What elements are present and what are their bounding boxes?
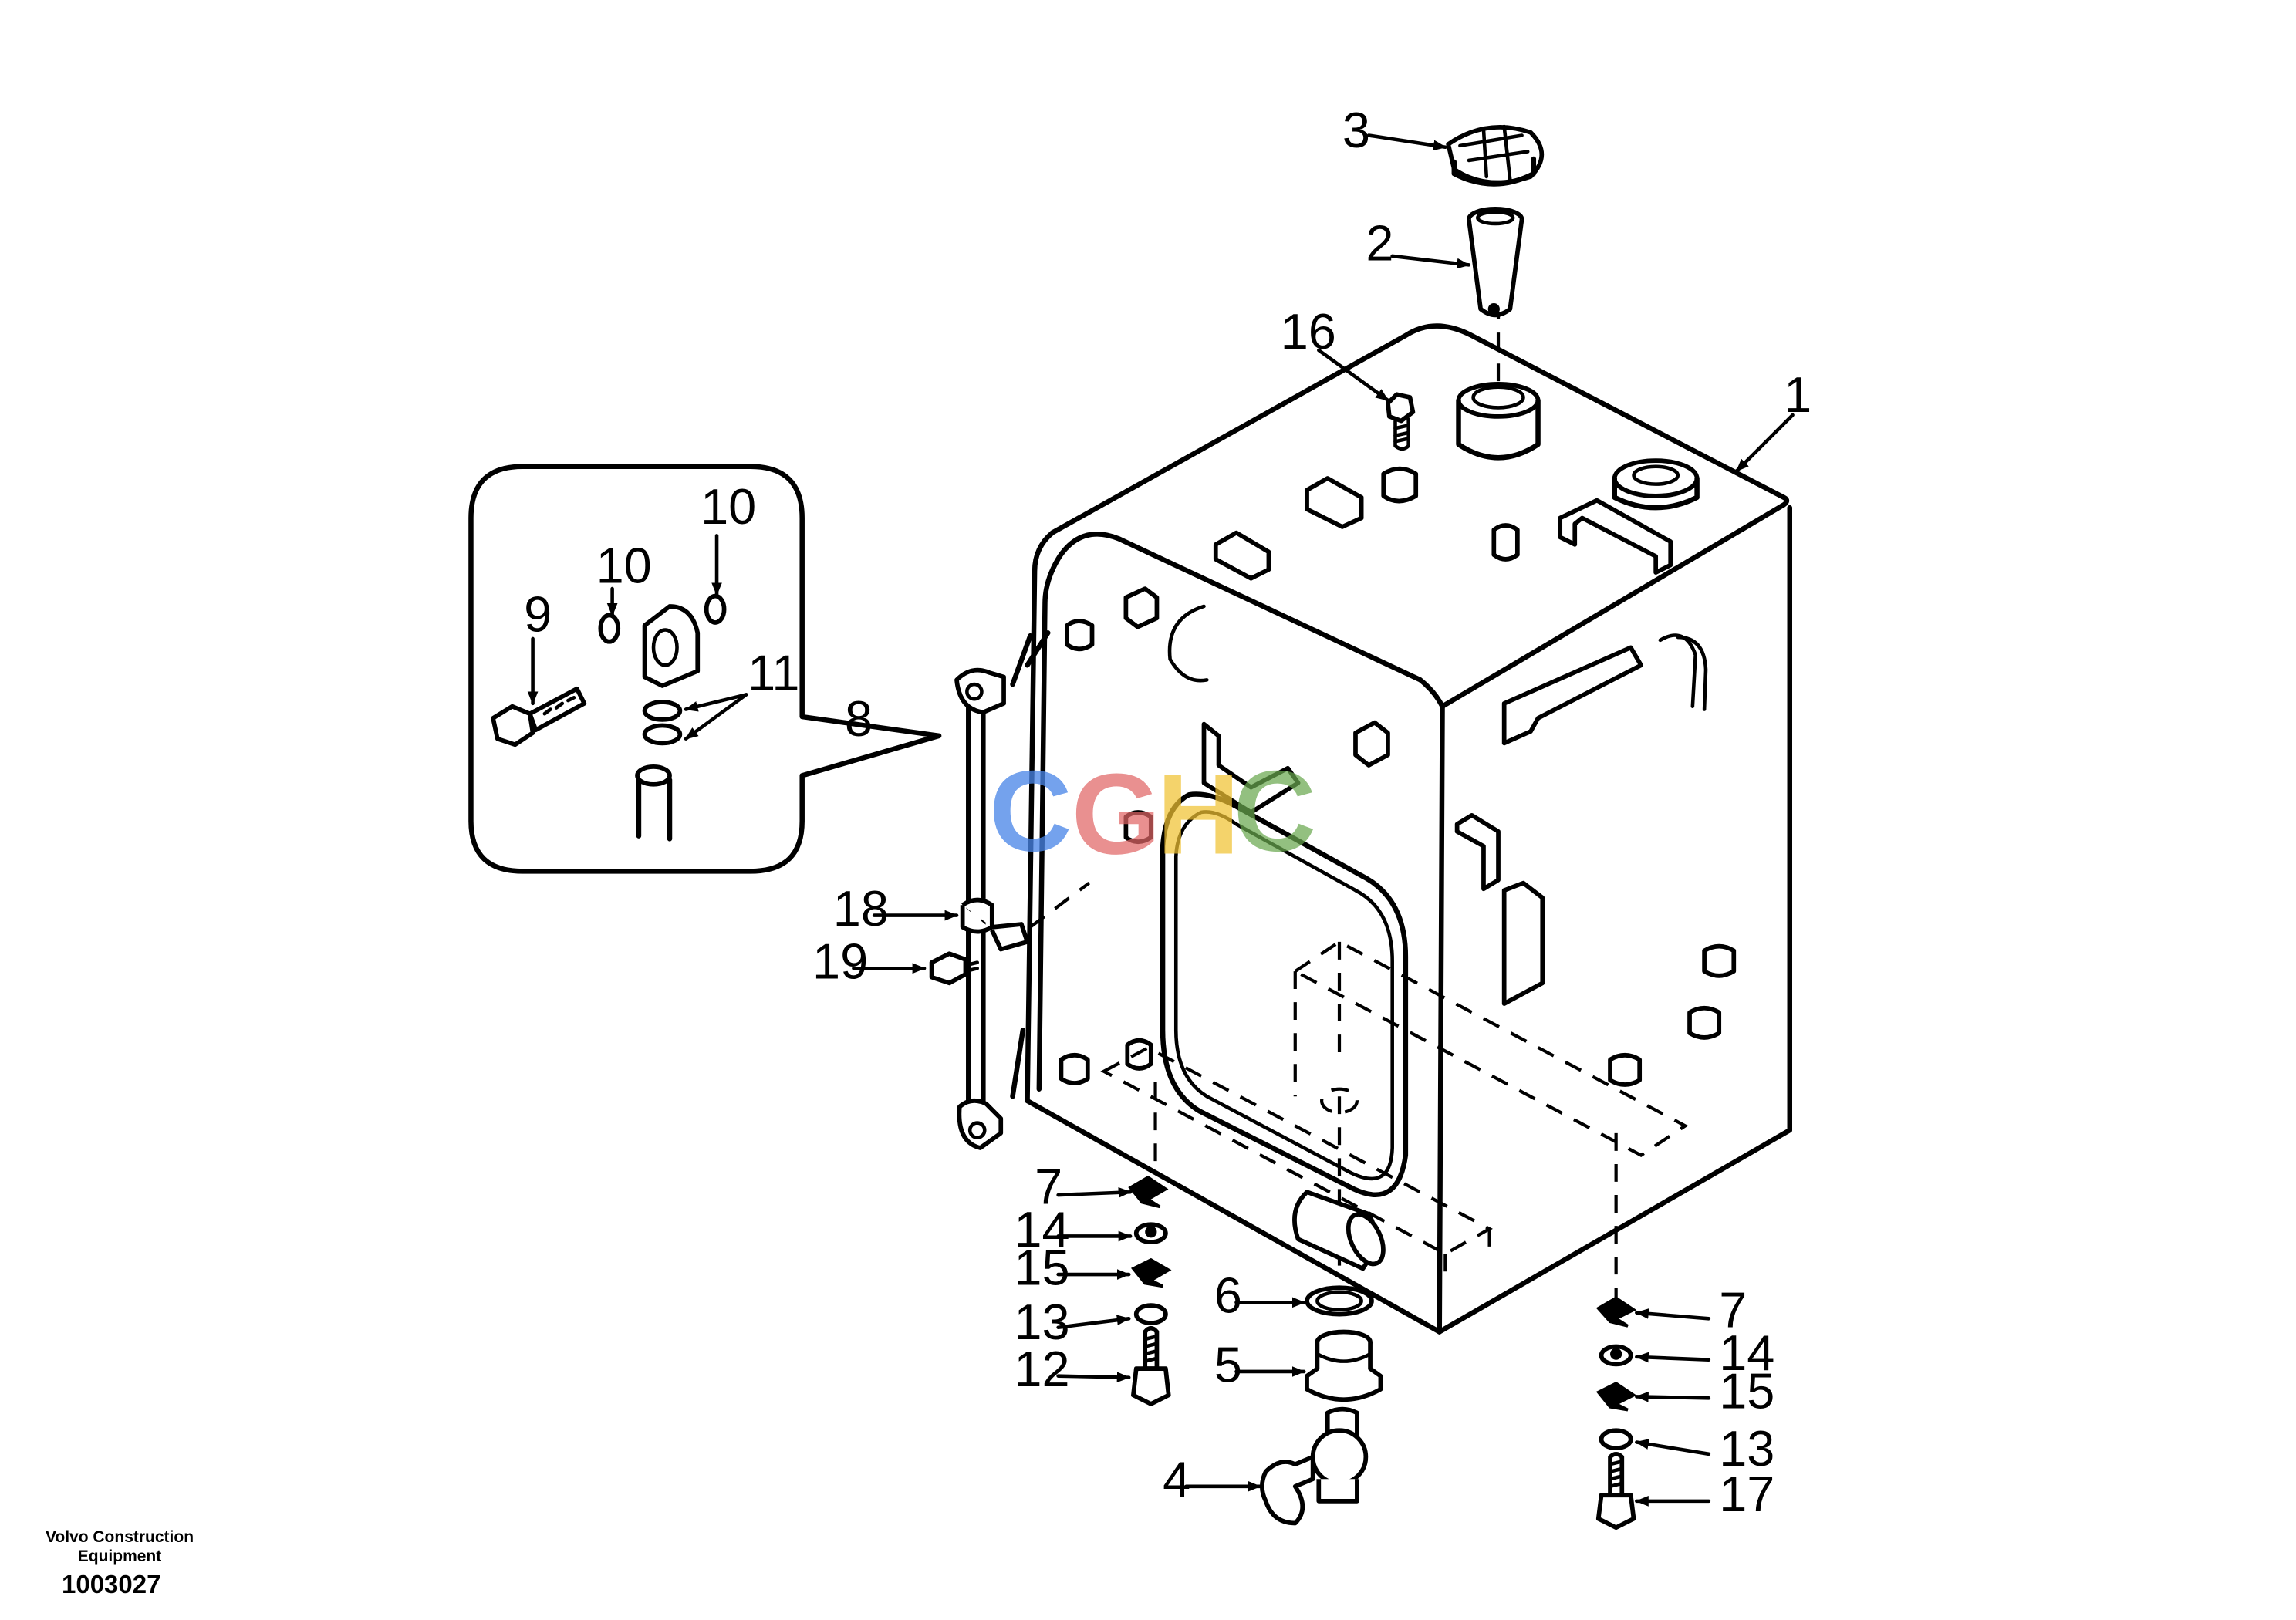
svg-text:G: G xyxy=(1072,749,1161,878)
callout-1: 1 xyxy=(1784,366,1811,423)
filler-strainer xyxy=(1467,207,1524,318)
callout-14-left: 14 xyxy=(1014,1201,1069,1257)
callout-14-right: 14 xyxy=(1719,1325,1774,1381)
hydraulic-tank xyxy=(1025,323,1793,1335)
callout-17: 17 xyxy=(1719,1466,1774,1522)
washer-stack-right xyxy=(1595,1296,1637,1531)
top-bracket xyxy=(1558,498,1673,575)
svg-text:C: C xyxy=(989,747,1072,876)
leader-lines xyxy=(527,133,1795,1507)
callout-2: 2 xyxy=(1366,215,1393,272)
side-brackets xyxy=(1201,633,1708,1006)
gauge-clamp xyxy=(960,897,1030,952)
callout-11: 11 xyxy=(748,645,799,701)
callout-10a: 10 xyxy=(701,478,756,535)
callout-15-right: 15 xyxy=(1719,1363,1774,1419)
callout-7-left: 7 xyxy=(1035,1158,1062,1214)
washer-stack-left xyxy=(1128,1175,1172,1406)
filler-neck xyxy=(1456,382,1541,461)
top-bolt xyxy=(1386,392,1416,451)
callout-5: 5 xyxy=(1214,1336,1242,1392)
callout-13-right: 13 xyxy=(1719,1420,1774,1477)
callout-13-left: 13 xyxy=(1014,1294,1069,1350)
top-boss xyxy=(1381,466,1520,562)
callout-15-left: 15 xyxy=(1014,1239,1069,1295)
drain-valve xyxy=(1259,1406,1369,1526)
callout-9: 9 xyxy=(524,586,552,642)
callout-6: 6 xyxy=(1214,1267,1242,1324)
callout-3: 3 xyxy=(1342,102,1370,158)
drain-seal xyxy=(1305,1285,1374,1317)
watermark: C G H C xyxy=(989,747,1316,879)
svg-text:H: H xyxy=(1156,749,1239,878)
svg-text:C: C xyxy=(1234,747,1316,876)
callout-19: 19 xyxy=(812,933,868,990)
callout-12: 12 xyxy=(1014,1341,1069,1397)
callout-7-right: 7 xyxy=(1719,1282,1747,1338)
drain-adapter xyxy=(1305,1329,1383,1402)
callout-16: 16 xyxy=(1281,303,1336,359)
breather-port xyxy=(1612,458,1700,511)
top-mounting-blocks xyxy=(1213,476,1364,581)
callout-4: 4 xyxy=(1163,1451,1190,1507)
callout-8: 8 xyxy=(845,690,873,747)
company-name: Volvo Construction Equipment xyxy=(45,1528,194,1565)
callout-10b: 10 xyxy=(596,537,652,593)
clamp-bolt xyxy=(929,951,980,986)
drain-pipe xyxy=(1292,1190,1386,1271)
filler-cap xyxy=(1446,124,1545,187)
callout-18: 18 xyxy=(833,880,889,937)
callout-labels: 3 2 16 1 10 10 9 11 8 18 19 7 14 15 13 1… xyxy=(524,102,1811,1522)
drawing-number: 1003027 xyxy=(62,1570,161,1598)
tank-side-fittings xyxy=(1059,586,1737,1087)
